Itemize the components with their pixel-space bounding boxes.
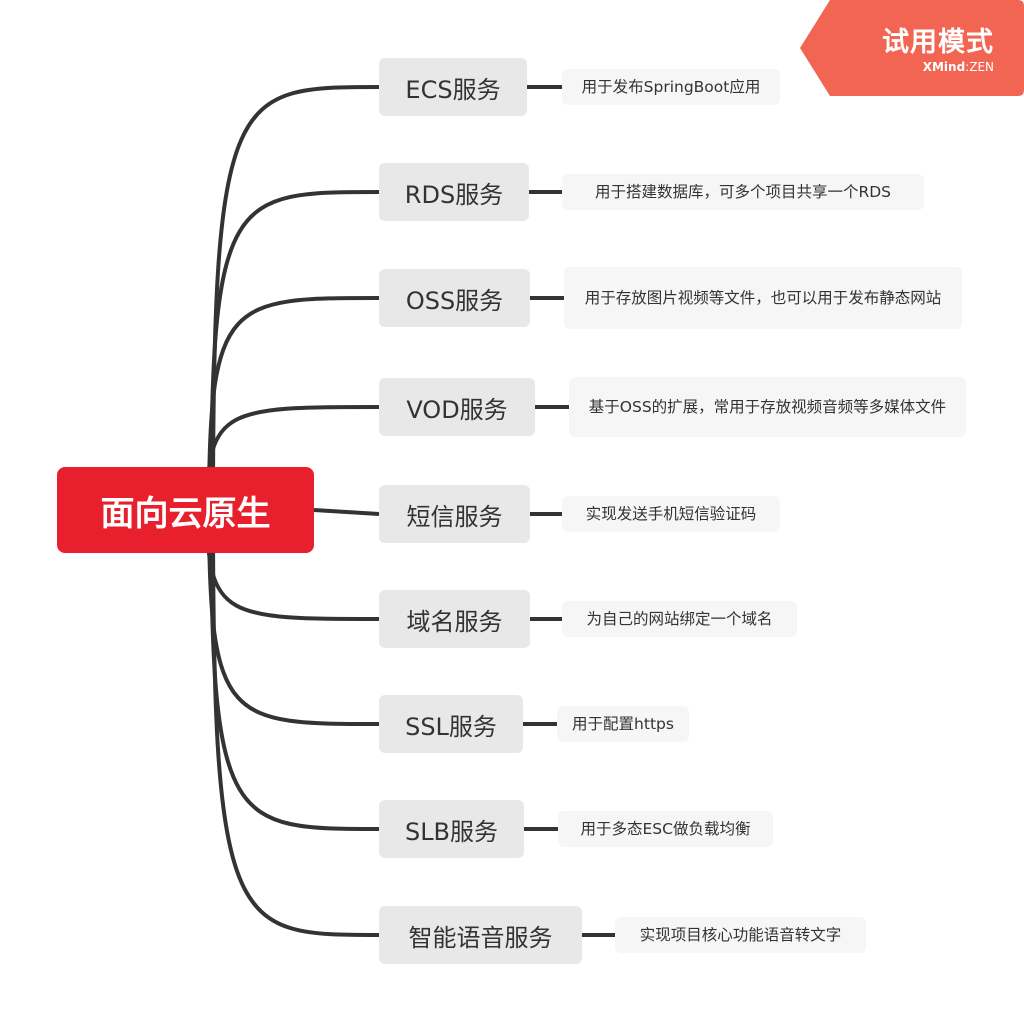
note-text: 用于搭建数据库，可多个项目共享一个RDS: [594, 182, 892, 201]
branch-connector: [313, 508, 380, 516]
trial-mode-badge[interactable]: 试用模式 XMind:ZEN: [800, 0, 1024, 96]
xmind-logo: XMind:ZEN: [922, 60, 994, 74]
branch-topic[interactable]: 智能语音服务: [379, 906, 582, 964]
branch-topic[interactable]: SSL服务: [379, 695, 523, 753]
branch-topic[interactable]: ECS服务: [379, 58, 527, 116]
branch-connector: [211, 509, 380, 937]
branch-topic[interactable]: VOD服务: [379, 378, 535, 436]
subtopic-note[interactable]: 实现项目核心功能语音转文字: [615, 917, 866, 953]
root-topic[interactable]: 面向云原生: [57, 467, 314, 553]
note-text: 用于存放图片视频等文件，也可以用于发布静态网站: [584, 288, 942, 307]
branch-topic[interactable]: 短信服务: [379, 485, 530, 543]
badge-shape: [800, 0, 1024, 96]
subtopic-note[interactable]: 用于多态ESC做负载均衡: [558, 811, 773, 847]
branch-topic[interactable]: OSS服务: [379, 269, 530, 327]
branch-label: 域名服务: [406, 607, 503, 636]
branch-label: VOD服务: [406, 395, 508, 424]
branch-topic[interactable]: SLB服务: [379, 800, 524, 858]
subtopic-note[interactable]: 用于发布SpringBoot应用: [562, 69, 780, 105]
branch-label: OSS服务: [405, 286, 504, 315]
badge-title: 试用模式: [882, 27, 994, 58]
note-text: 为自己的网站绑定一个域名: [586, 609, 773, 628]
note-text: 用于配置https: [572, 714, 674, 733]
root-topic-label: 面向云原生: [100, 493, 271, 534]
note-text: 用于发布SpringBoot应用: [581, 77, 761, 96]
note-text: 用于多态ESC做负载均衡: [580, 819, 751, 838]
branch-topic[interactable]: RDS服务: [379, 163, 529, 221]
subtopic-note[interactable]: 用于搭建数据库，可多个项目共享一个RDS: [562, 174, 924, 210]
note-text: 实现发送手机短信验证码: [585, 504, 757, 523]
subtopic-note[interactable]: 基于OSS的扩展，常用于存放视频音频等多媒体文件: [569, 377, 966, 437]
branch-label: 短信服务: [406, 502, 503, 531]
branch-topic[interactable]: 域名服务: [379, 590, 530, 648]
note-text: 实现项目核心功能语音转文字: [639, 925, 842, 944]
branch-label: RDS服务: [404, 180, 504, 209]
branch-connector: [209, 509, 380, 831]
branch-label: ECS服务: [405, 75, 501, 104]
subtopic-note[interactable]: 用于配置https: [557, 706, 689, 742]
subtopic-note[interactable]: 为自己的网站绑定一个域名: [562, 601, 797, 637]
note-text: 基于OSS的扩展，常用于存放视频音频等多媒体文件: [588, 397, 947, 416]
branch-connector: [209, 190, 380, 511]
branch-label: SSL服务: [405, 712, 497, 741]
subtopic-note[interactable]: 实现发送手机短信验证码: [562, 496, 780, 532]
branch-connector: [207, 296, 380, 511]
branch-label: 智能语音服务: [408, 923, 553, 952]
branch-label: SLB服务: [404, 817, 499, 846]
subtopic-note[interactable]: 用于存放图片视频等文件，也可以用于发布静态网站: [564, 267, 962, 329]
